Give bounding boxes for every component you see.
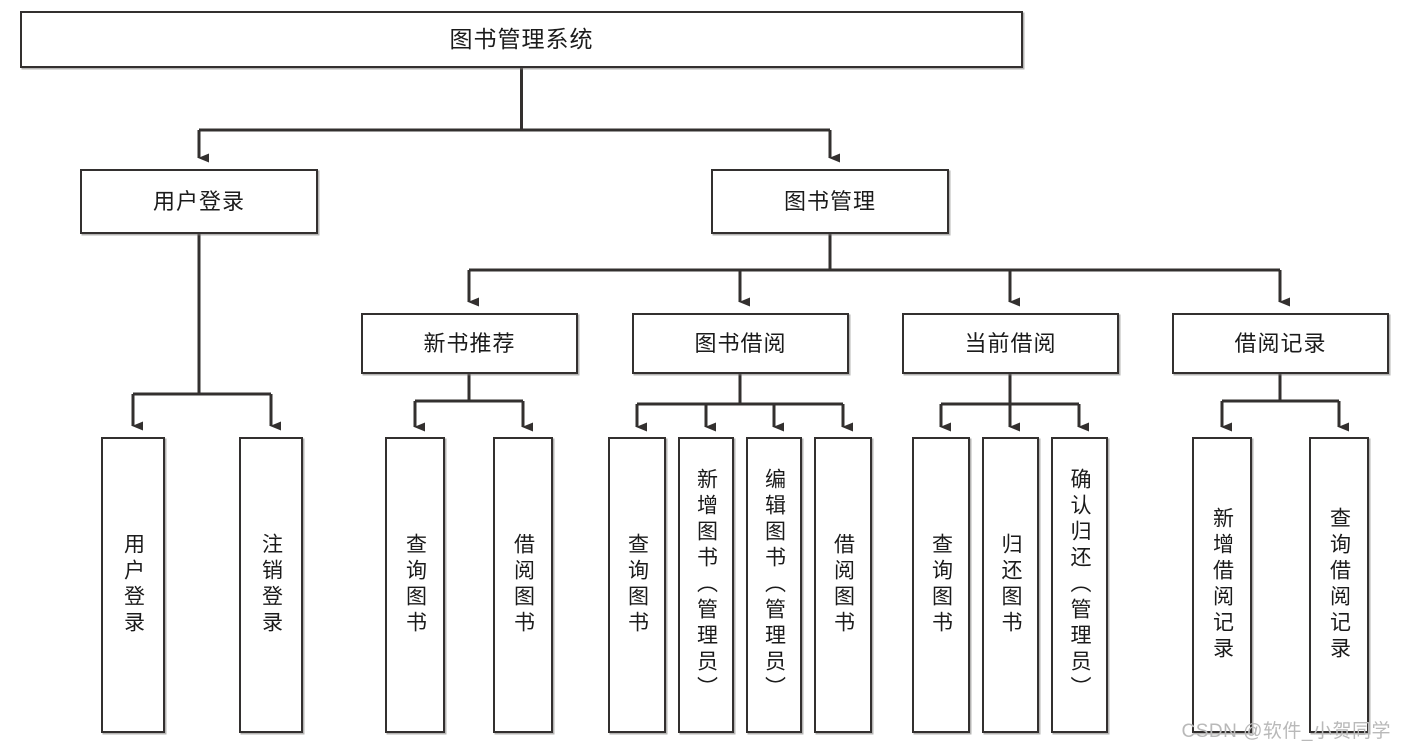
node-leaf-confirm-return[interactable]: 确认归还（管理员） — [1051, 437, 1108, 733]
node-leaf-user-login-label: 用户登录 — [121, 533, 145, 637]
node-leaf-user-login[interactable]: 用户登录 — [101, 437, 165, 733]
node-leaf-return-book-label: 归还图书 — [999, 533, 1022, 637]
node-borrow-record[interactable]: 借阅记录 — [1172, 313, 1389, 374]
node-current-borrow-label: 当前借阅 — [964, 330, 1057, 356]
node-leaf-confirm-return-label: 确认归还（管理员） — [1068, 468, 1091, 702]
node-leaf-logout-label: 注销登录 — [259, 533, 283, 637]
node-leaf-edit-book[interactable]: 编辑图书（管理员） — [746, 437, 802, 733]
node-leaf-borrow-book-2[interactable]: 借阅图书 — [814, 437, 872, 733]
node-leaf-add-book[interactable]: 新增图书（管理员） — [678, 437, 734, 733]
node-new-book-recommend[interactable]: 新书推荐 — [361, 313, 578, 374]
node-leaf-add-book-label: 新增图书（管理员） — [694, 468, 718, 702]
node-leaf-query-book-3-label: 查询图书 — [929, 533, 953, 637]
node-book-borrow-label: 图书借阅 — [694, 330, 787, 356]
node-leaf-add-record-label: 新增借阅记录 — [1210, 507, 1234, 663]
node-leaf-edit-book-label: 编辑图书（管理员） — [762, 468, 786, 702]
node-leaf-query-book-2-label: 查询图书 — [625, 533, 649, 637]
node-leaf-borrow-book-1[interactable]: 借阅图书 — [493, 437, 553, 733]
node-user-login[interactable]: 用户登录 — [80, 169, 318, 234]
node-root[interactable]: 图书管理系统 — [20, 11, 1023, 68]
node-current-borrow[interactable]: 当前借阅 — [902, 313, 1119, 374]
node-leaf-query-book-3[interactable]: 查询图书 — [912, 437, 970, 733]
node-user-login-label: 用户登录 — [152, 188, 245, 214]
watermark: CSDN @软件_小贺同学 — [1181, 721, 1391, 742]
node-book-manage[interactable]: 图书管理 — [711, 169, 949, 234]
node-root-label: 图书管理系统 — [449, 26, 594, 53]
node-leaf-query-book-2[interactable]: 查询图书 — [608, 437, 666, 733]
node-leaf-borrow-book-2-label: 借阅图书 — [831, 533, 855, 637]
node-leaf-return-book[interactable]: 归还图书 — [982, 437, 1039, 733]
node-leaf-add-record[interactable]: 新增借阅记录 — [1192, 437, 1252, 733]
node-book-borrow[interactable]: 图书借阅 — [632, 313, 849, 374]
node-leaf-query-book-1[interactable]: 查询图书 — [385, 437, 445, 733]
node-leaf-borrow-book-1-label: 借阅图书 — [511, 533, 535, 637]
node-borrow-record-label: 借阅记录 — [1234, 330, 1327, 356]
node-leaf-query-record[interactable]: 查询借阅记录 — [1309, 437, 1369, 733]
node-leaf-logout[interactable]: 注销登录 — [239, 437, 303, 733]
node-new-book-recommend-label: 新书推荐 — [423, 330, 516, 356]
node-book-manage-label: 图书管理 — [783, 188, 876, 214]
node-leaf-query-book-1-label: 查询图书 — [403, 533, 427, 637]
node-leaf-query-record-label: 查询借阅记录 — [1327, 507, 1351, 663]
